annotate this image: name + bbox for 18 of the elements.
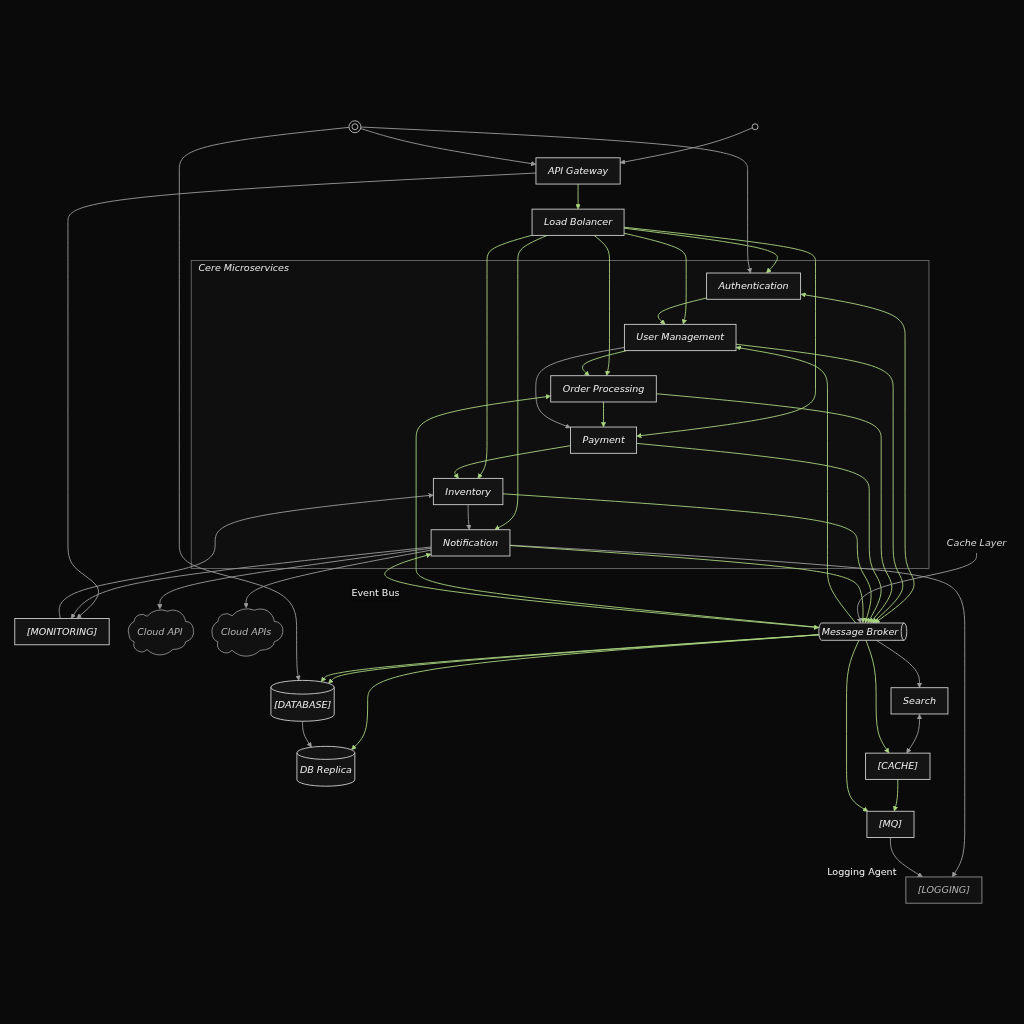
node-box: Order Processing bbox=[550, 375, 657, 403]
node-box: [MQ] bbox=[866, 810, 915, 838]
node-box: API Gateway bbox=[535, 157, 621, 185]
node-box: Inventory bbox=[432, 477, 504, 506]
node-box: Authentication bbox=[706, 272, 802, 300]
edge-label: Logging Agent bbox=[827, 865, 897, 877]
node-text: Cache Layer bbox=[946, 536, 1007, 549]
edge-label: Event Bus bbox=[351, 587, 400, 599]
node-box: Search bbox=[890, 687, 949, 715]
node-box: Load Bolancer bbox=[531, 208, 625, 236]
node-text: Message Broker bbox=[821, 625, 899, 638]
node-box: Payment bbox=[570, 426, 638, 454]
node-box: [MONITORING] bbox=[14, 618, 110, 646]
node-box: [LOGGING] bbox=[905, 876, 983, 904]
node-box: [CACHE] bbox=[865, 752, 931, 780]
node-box: Notification bbox=[430, 529, 511, 557]
node-box: User Management bbox=[623, 323, 737, 352]
node-circle bbox=[751, 123, 759, 131]
